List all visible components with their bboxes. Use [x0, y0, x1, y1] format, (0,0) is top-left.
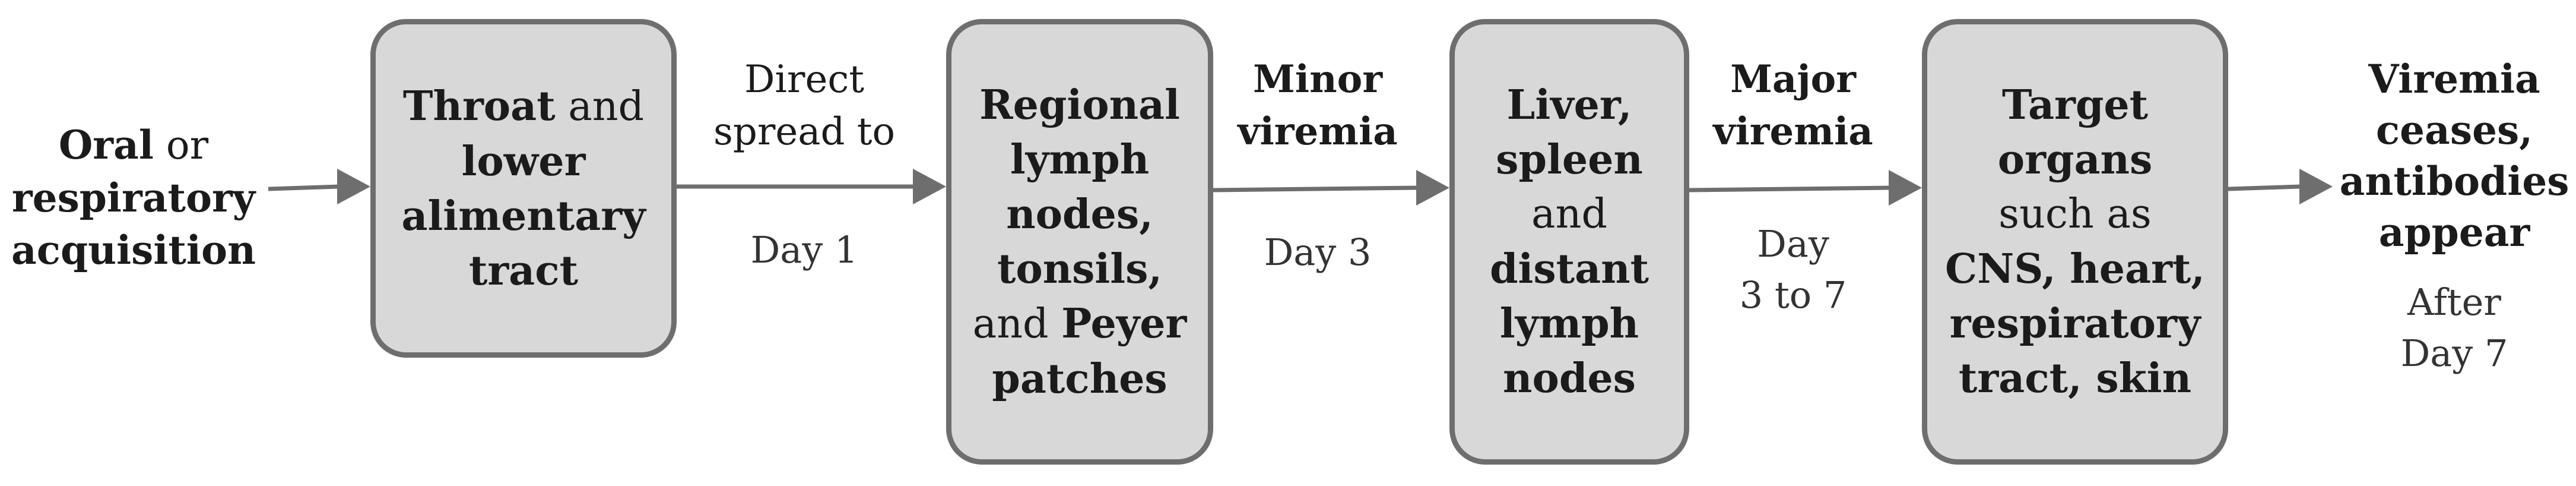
regional-part3: nodes,: [1006, 190, 1153, 238]
node-target: Target organs such as CNS, heart, respir…: [1922, 19, 2228, 465]
liver-part6: nodes: [1503, 355, 1636, 402]
arrowhead-liver-to-target: [1889, 170, 1922, 206]
throat-part4: alimentary: [401, 192, 646, 240]
outcome-day1: After: [2407, 280, 2501, 324]
node-liver: Liver, spleen and distant lymph nodes: [1449, 19, 1689, 465]
arrowhead-target-to-outcome: [2299, 169, 2333, 204]
regional-part2: lymph: [1010, 135, 1150, 184]
edge1-top1: Direct: [744, 58, 864, 102]
liver-part1: Liver,: [1506, 81, 1632, 129]
target-part1: Target: [2001, 81, 2149, 129]
arrow-target-to-outcome: [2228, 184, 2301, 191]
edge1-day1: Day 1: [750, 228, 858, 272]
edge3-label: Major viremia: [1695, 53, 1891, 158]
arrowhead-regional-to-liver: [1416, 170, 1449, 206]
arrowhead-source-to-throat: [337, 169, 370, 204]
source-part4: acquisition: [11, 227, 256, 273]
throat-part3: lower: [461, 137, 586, 185]
throat-part5: tract: [468, 247, 579, 295]
outcome-text: Viremia ceases, antibodies appear: [2339, 53, 2570, 258]
arrow-source-to-throat: [268, 184, 340, 191]
edge2-label: Minor viremia: [1217, 53, 1419, 158]
source-part1: Oral: [58, 122, 154, 168]
edge1-label: Direct spread to: [694, 53, 914, 158]
node-throat: Throat and lower alimentary tract: [370, 19, 677, 358]
regional-part6: Peyer: [1061, 299, 1187, 348]
edge2-top2: viremia: [1238, 109, 1398, 154]
edge3-top1: Major: [1730, 57, 1856, 102]
liver-part3: and: [1531, 191, 1607, 238]
target-part2: organs: [1997, 136, 2153, 184]
edge3-top2: viremia: [1713, 109, 1873, 154]
target-part4: CNS, heart,: [1945, 245, 2205, 293]
edge3-day1: Day: [1757, 222, 1829, 266]
regional-part5: and: [972, 300, 1062, 348]
outcome-part1: Viremia: [2368, 56, 2540, 102]
source-text: Oral or respiratory acquisition: [6, 119, 261, 276]
arrow-regional-to-liver: [1213, 185, 1418, 192]
regional-part7: patches: [992, 355, 1168, 403]
source-part2: or: [153, 122, 209, 168]
outcome-part4: appear: [2378, 209, 2530, 255]
edge2-day: Day 3: [1217, 227, 1419, 278]
throat-part2: and: [555, 83, 645, 130]
edge3-day2: 3 to 7: [1739, 273, 1847, 317]
liver-part4: distant: [1490, 245, 1649, 293]
outcome-day2: Day 7: [2400, 332, 2508, 375]
regional-part4: tonsils,: [997, 245, 1163, 293]
source-part3: respiratory: [11, 175, 256, 221]
node-regional: Regional lymph nodes, tonsils, and Peyer…: [946, 19, 1213, 465]
arrowhead-throat-to-regional: [913, 169, 946, 204]
liver-part2: spleen: [1496, 136, 1643, 184]
edge2-top1: Minor: [1252, 57, 1383, 102]
liver-part5: lymph: [1499, 300, 1639, 348]
outcome-day: After Day 7: [2339, 277, 2570, 379]
edge3-day: Day 3 to 7: [1695, 219, 1891, 321]
regional-part1: Regional: [979, 81, 1180, 129]
outcome-part2: ceases,: [2375, 107, 2533, 153]
target-part6: tract, skin: [1958, 355, 2192, 402]
target-part5: respiratory: [1949, 300, 2201, 348]
edge1-day: Day 1: [694, 225, 914, 276]
edge2-day1: Day 3: [1264, 231, 1372, 274]
edge1-top2: spread to: [713, 110, 895, 154]
outcome-part3: antibodies: [2339, 158, 2569, 204]
throat-part1: Throat: [402, 82, 556, 130]
target-part3: such as: [1998, 191, 2152, 238]
arrow-liver-to-target: [1689, 185, 1890, 192]
